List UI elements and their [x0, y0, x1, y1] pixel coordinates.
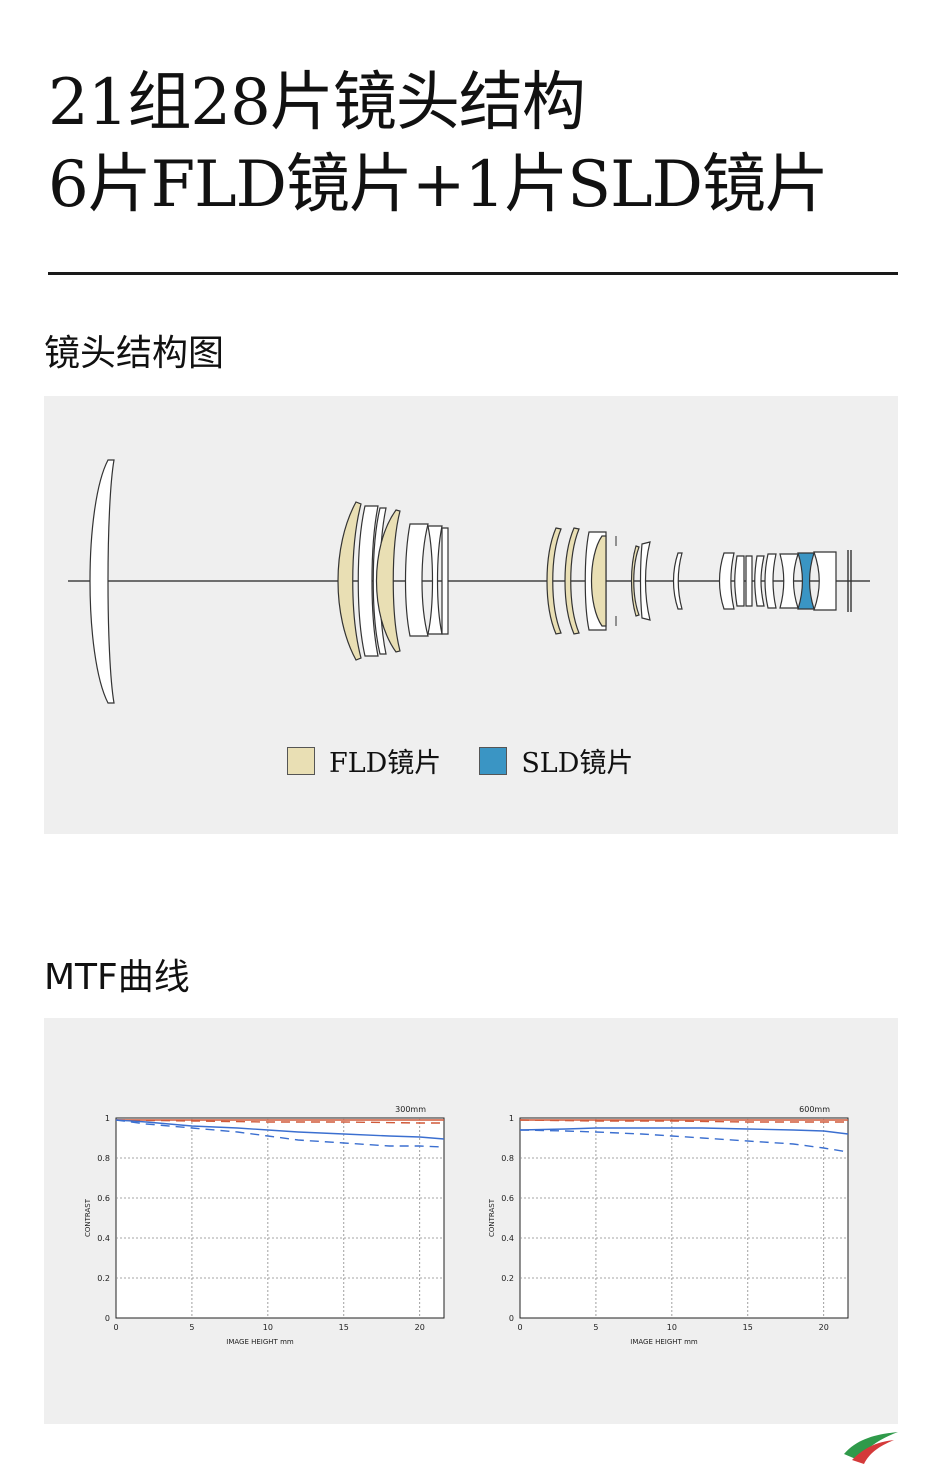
mtf-xtick-label: 10 [667, 1323, 677, 1332]
legend-label-sld: SLD镜片 [521, 748, 634, 779]
lens-element [718, 552, 735, 610]
mtf-xtick-label: 5 [593, 1323, 598, 1332]
mtf-ytick-label: 0.2 [97, 1274, 110, 1283]
mtf-ytick-label: 0.4 [501, 1234, 514, 1243]
mtf-series-line [115, 1119, 445, 1148]
lens-element [639, 541, 651, 621]
mtf-series-line [519, 1129, 849, 1153]
mtf-section-title: MTF曲线 [44, 957, 190, 998]
mtf-xtick-label: 20 [819, 1323, 829, 1332]
lens-diagram-panel: FLD镜片 SLD镜片 [44, 396, 898, 834]
mtf-ylabel: CONTRAST [84, 1198, 92, 1237]
mtf-series-line [115, 1119, 444, 1124]
mtf-ytick-label: 0.8 [501, 1154, 514, 1163]
lens-element [813, 551, 837, 611]
mtf-xtick-label: 20 [415, 1323, 425, 1332]
legend-label-fld: FLD镜片 [329, 748, 442, 779]
lens-element [427, 525, 443, 635]
lens-element [764, 553, 777, 609]
mtf-chart-title: 300mm [395, 1105, 426, 1114]
lens-element-fld [337, 501, 362, 661]
lens-element [734, 555, 745, 607]
mtf-ytick-label: 0.8 [97, 1154, 110, 1163]
mtf-xtick-label: 5 [189, 1323, 194, 1332]
headline: 21组28片镜头结构 6片FLD镜片+1片SLD镜片 [48, 62, 829, 226]
mtf-xtick-label: 10 [263, 1323, 273, 1332]
lens-element [745, 555, 753, 607]
lens-element [441, 527, 449, 635]
lens-diagram [68, 459, 870, 704]
lens-element-fld [630, 545, 640, 617]
lens-element-fld [546, 527, 562, 635]
mtf-xtick-label: 15 [339, 1323, 349, 1332]
mtf-ytick-label: 1 [509, 1114, 514, 1123]
lens-element [672, 552, 683, 610]
mtf-ytick-label: 0.6 [501, 1194, 514, 1203]
headline-line-2: 6片FLD镜片+1片SLD镜片 [48, 148, 829, 222]
mtf-chart-title: 600mm [799, 1105, 830, 1114]
mtf-series-line [519, 1119, 848, 1123]
lens-legend: FLD镜片 SLD镜片 [287, 741, 671, 780]
mtf-plot-frame [519, 1117, 849, 1319]
lens-element-fld [376, 509, 401, 653]
lens-section-title: 镜头结构图 [44, 333, 225, 374]
mtf-ytick-label: 0.6 [97, 1194, 110, 1203]
headline-line-1: 21组28片镜头结构 [48, 66, 586, 140]
mtf-ytick-label: 0.2 [501, 1274, 514, 1283]
legend-item-sld: SLD镜片 [479, 741, 633, 780]
fld-swatch [287, 746, 315, 775]
mtf-series-line [115, 1119, 445, 1140]
mtf-xlabel: IMAGE HEIGHT mm [630, 1338, 698, 1346]
legend-item-fld: FLD镜片 [287, 741, 441, 780]
mtf-series-line [519, 1127, 849, 1135]
divider [48, 272, 898, 275]
lens-element [754, 555, 765, 607]
lens-element-front [89, 459, 115, 704]
mtf-ytick-label: 0.4 [97, 1234, 110, 1243]
mtf-plot-frame [115, 1117, 445, 1319]
birdnet-logo [844, 1432, 898, 1464]
mtf-xtick-label: 0 [113, 1323, 118, 1332]
mtf-ytick-label: 0 [509, 1314, 514, 1323]
mtf-ytick-label: 0 [105, 1314, 110, 1323]
mtf-ytick-label: 1 [105, 1114, 110, 1123]
lens-element-fld [564, 527, 580, 635]
mtf-xtick-label: 0 [517, 1323, 522, 1332]
mtf-ylabel: CONTRAST [488, 1198, 496, 1237]
mtf-xtick-label: 15 [743, 1323, 753, 1332]
lens-element [404, 523, 429, 637]
sld-swatch [479, 746, 508, 775]
mtf-xlabel: IMAGE HEIGHT mm [226, 1338, 294, 1346]
lens-element [357, 505, 379, 657]
lens-element-fld [590, 535, 607, 627]
